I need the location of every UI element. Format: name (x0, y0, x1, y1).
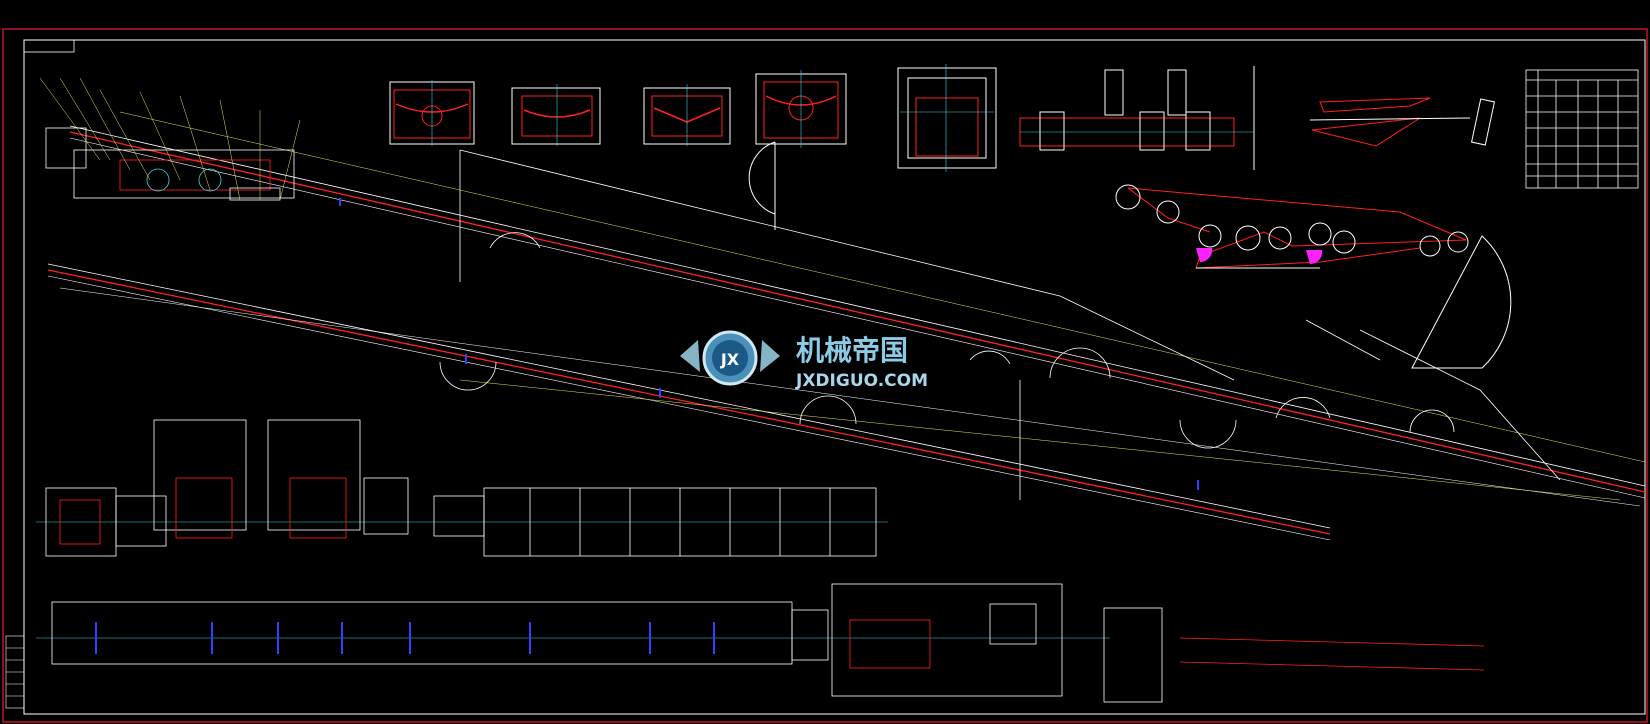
section-view-1 (389, 80, 475, 146)
watermark-title: 机械帝国 (796, 334, 908, 367)
blue-marks (339, 198, 1199, 490)
title-tag (23, 39, 75, 53)
door-arc (748, 141, 776, 215)
elevation-view-lower (36, 583, 1485, 703)
leader-fan (39, 77, 301, 201)
lower-conveyor-line (47, 263, 1641, 541)
outer-border (2, 28, 1648, 723)
conveyor-arcs (439, 232, 1455, 449)
frame-outline (459, 149, 1561, 500)
revision-table (5, 635, 25, 709)
section-view-5 (897, 64, 997, 172)
pulley-layout-diagram (1115, 184, 1469, 269)
parts-table (1525, 69, 1639, 189)
inner-border (23, 39, 1646, 715)
elevation-view-upper (36, 419, 888, 557)
large-arc-right (1411, 235, 1512, 369)
watermark-url: JXDIGUO.COM (795, 371, 928, 391)
section-view-3 (643, 84, 731, 146)
tensioner-detail (1309, 97, 1496, 147)
watermark-logo: JX 机械帝国 JXDIGUO.COM (680, 330, 928, 391)
watermark-badge: JX (720, 350, 740, 369)
section-view-4 (755, 70, 847, 148)
upper-conveyor-line (69, 111, 1646, 499)
section-view-2 (511, 84, 601, 146)
lower-blue-marks (95, 622, 715, 654)
drive-head (45, 127, 295, 201)
hinge-detail (1019, 66, 1255, 170)
